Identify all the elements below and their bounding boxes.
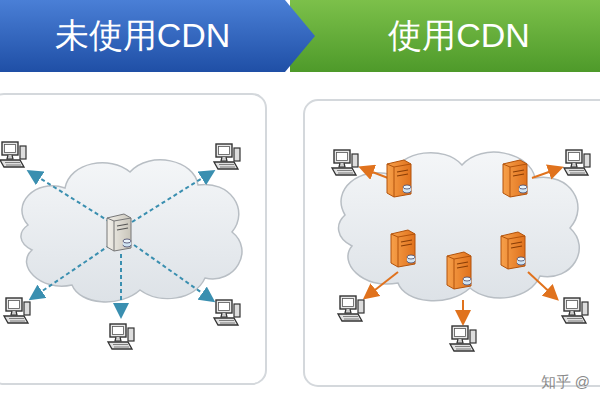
origin-server xyxy=(107,214,131,251)
cdn-edge-servers xyxy=(387,160,527,289)
network-cloud xyxy=(339,152,580,301)
banner-label: 未使用CDN xyxy=(0,0,285,72)
panel xyxy=(0,94,266,384)
request-arrows xyxy=(30,172,212,315)
banner-text: 使用CDN xyxy=(388,13,530,59)
client-computers xyxy=(0,142,240,349)
network-cloud xyxy=(21,160,242,302)
banner-green xyxy=(290,0,600,72)
client-computers xyxy=(332,150,590,351)
banner-blue xyxy=(0,0,315,72)
panel xyxy=(304,100,600,386)
banner-text: 未使用CDN xyxy=(55,13,231,59)
banner-label: 使用CDN xyxy=(318,0,600,72)
watermark: 知乎 @ xyxy=(541,373,590,392)
